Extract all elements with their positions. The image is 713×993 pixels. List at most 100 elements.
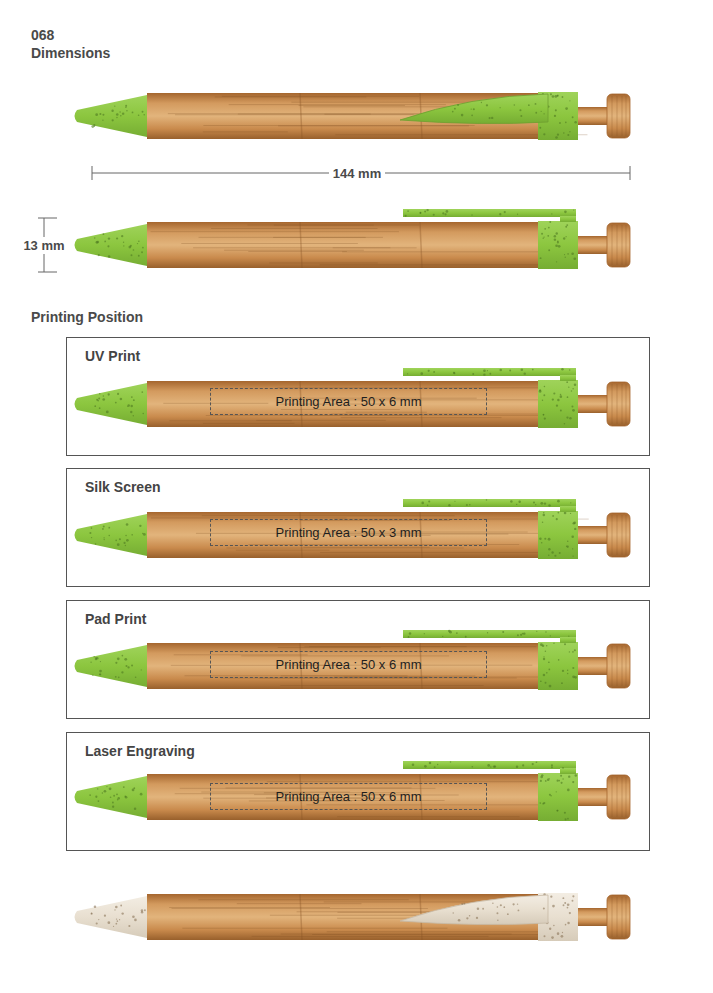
speckle xyxy=(419,212,421,214)
speckle xyxy=(95,796,97,798)
speckle xyxy=(518,910,520,912)
speckle xyxy=(486,499,487,500)
wood-grain xyxy=(237,903,362,904)
speckle xyxy=(520,115,522,117)
speckle xyxy=(564,902,566,904)
speckle xyxy=(96,657,98,659)
speckle xyxy=(554,238,556,240)
speckle xyxy=(116,793,118,795)
speckle xyxy=(127,404,130,407)
button-ridge xyxy=(622,96,623,136)
wood-grain xyxy=(306,804,560,805)
speckle xyxy=(115,676,117,678)
button-ridge xyxy=(612,897,613,937)
speckle xyxy=(120,905,122,907)
speckle xyxy=(572,388,573,389)
speckle xyxy=(142,111,144,113)
speckle xyxy=(125,535,126,536)
speckle xyxy=(116,113,119,116)
speckle xyxy=(126,110,127,111)
speckle xyxy=(553,643,555,645)
speckle xyxy=(489,373,491,375)
speckle xyxy=(95,543,97,545)
speckle xyxy=(536,631,537,632)
speckle xyxy=(562,932,563,933)
speckle xyxy=(569,912,571,914)
method-title: Silk Screen xyxy=(85,479,161,495)
speckle xyxy=(113,795,115,797)
area-label: Printing Area : 50 x 6 mm xyxy=(276,394,422,409)
speckle xyxy=(412,764,415,767)
speckle xyxy=(106,786,107,787)
speckle xyxy=(106,411,109,414)
speckle xyxy=(567,546,569,548)
speckle xyxy=(490,766,491,767)
speckle xyxy=(125,106,127,108)
area-label: Printing Area : 50 x 6 mm xyxy=(276,657,422,672)
item-number: 068 xyxy=(31,27,54,43)
speckle xyxy=(566,416,568,418)
pen-tip xyxy=(75,383,148,425)
speckle xyxy=(562,96,564,98)
speckle xyxy=(522,633,524,635)
speckle xyxy=(143,533,146,536)
speckle xyxy=(450,761,451,762)
speckle xyxy=(93,656,94,657)
bamboo-barrel xyxy=(147,512,540,558)
speckle xyxy=(573,522,575,524)
speckle xyxy=(545,650,547,652)
speckle xyxy=(556,404,558,406)
speckle xyxy=(448,504,450,506)
bamboo-barrel xyxy=(147,222,540,268)
wood-grain xyxy=(172,908,428,909)
speckle xyxy=(565,226,567,228)
button-ridge xyxy=(626,515,627,555)
speckle xyxy=(124,658,127,661)
speckle xyxy=(510,500,512,502)
speckle xyxy=(542,400,543,401)
speckle xyxy=(99,673,101,675)
speckle xyxy=(123,245,124,246)
speckle xyxy=(556,232,558,234)
wood-grain xyxy=(202,515,455,516)
speckle xyxy=(102,119,103,120)
speckle xyxy=(131,405,133,407)
speckle xyxy=(117,797,119,799)
print-method-panel: Silk ScreenPrinting Area : 50 x 3 mm xyxy=(66,468,650,587)
speckle xyxy=(96,241,99,244)
speckle xyxy=(547,778,550,781)
speckle xyxy=(548,778,549,779)
speckle xyxy=(497,906,499,908)
speckle xyxy=(429,762,431,764)
speckle xyxy=(569,131,570,132)
pen-ring xyxy=(538,642,578,690)
speckle xyxy=(127,666,129,668)
speckle xyxy=(504,211,506,213)
speckle xyxy=(492,903,494,905)
speckle xyxy=(141,911,143,913)
wood-grain xyxy=(175,114,414,115)
leaf-clip xyxy=(400,895,548,925)
speckle xyxy=(539,127,541,129)
bamboo-barrel xyxy=(147,643,540,689)
speckle xyxy=(428,370,430,372)
speckle xyxy=(541,111,542,112)
speckle xyxy=(128,925,130,927)
speckle xyxy=(560,410,562,412)
speckle xyxy=(115,906,118,909)
speckle xyxy=(574,676,577,679)
speckle xyxy=(556,791,557,792)
speckle xyxy=(548,555,549,556)
speckle xyxy=(442,212,444,214)
speckle xyxy=(427,505,429,507)
speckle xyxy=(522,764,524,766)
speckle xyxy=(548,249,550,251)
speckle xyxy=(544,502,546,504)
speckle xyxy=(126,539,129,542)
speckle xyxy=(503,906,505,908)
speckle xyxy=(121,671,123,673)
printing-area-box: Printing Area : 50 x 3 mm xyxy=(210,519,487,546)
speckle xyxy=(407,373,408,374)
speckle xyxy=(572,895,574,897)
speckle xyxy=(555,244,558,247)
